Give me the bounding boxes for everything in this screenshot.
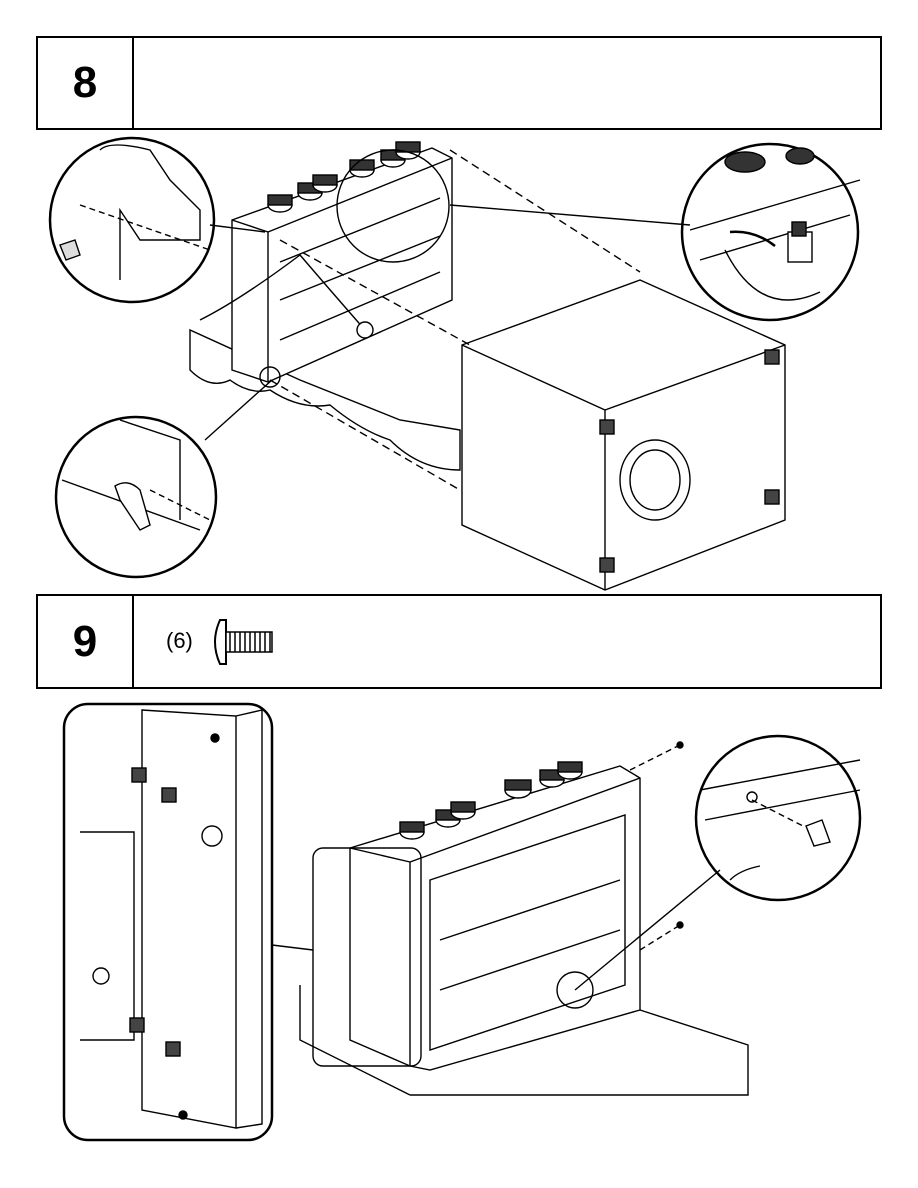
screw-icon bbox=[206, 612, 326, 672]
step-8-header: 8 bbox=[36, 36, 882, 130]
detail-callout-top-left bbox=[50, 138, 214, 302]
grill-head bbox=[350, 766, 640, 1070]
detail-callout-right bbox=[696, 736, 860, 900]
part-quantity: (6) bbox=[166, 628, 193, 654]
control-knobs bbox=[268, 142, 420, 212]
control-knobs bbox=[400, 762, 582, 839]
countertop bbox=[190, 330, 460, 470]
detail-callout-bottom-left bbox=[56, 417, 216, 577]
step-instructions bbox=[134, 38, 880, 128]
detail-callout-top-right bbox=[682, 144, 858, 320]
step-number: 8 bbox=[38, 38, 134, 128]
step-number: 9 bbox=[38, 596, 134, 687]
step-9-header: 9 (6) bbox=[36, 594, 882, 689]
step-parts-list: (6) bbox=[134, 596, 880, 687]
grill-head bbox=[232, 148, 452, 382]
detail-panel-left bbox=[64, 704, 272, 1140]
grill-insert bbox=[462, 280, 785, 590]
